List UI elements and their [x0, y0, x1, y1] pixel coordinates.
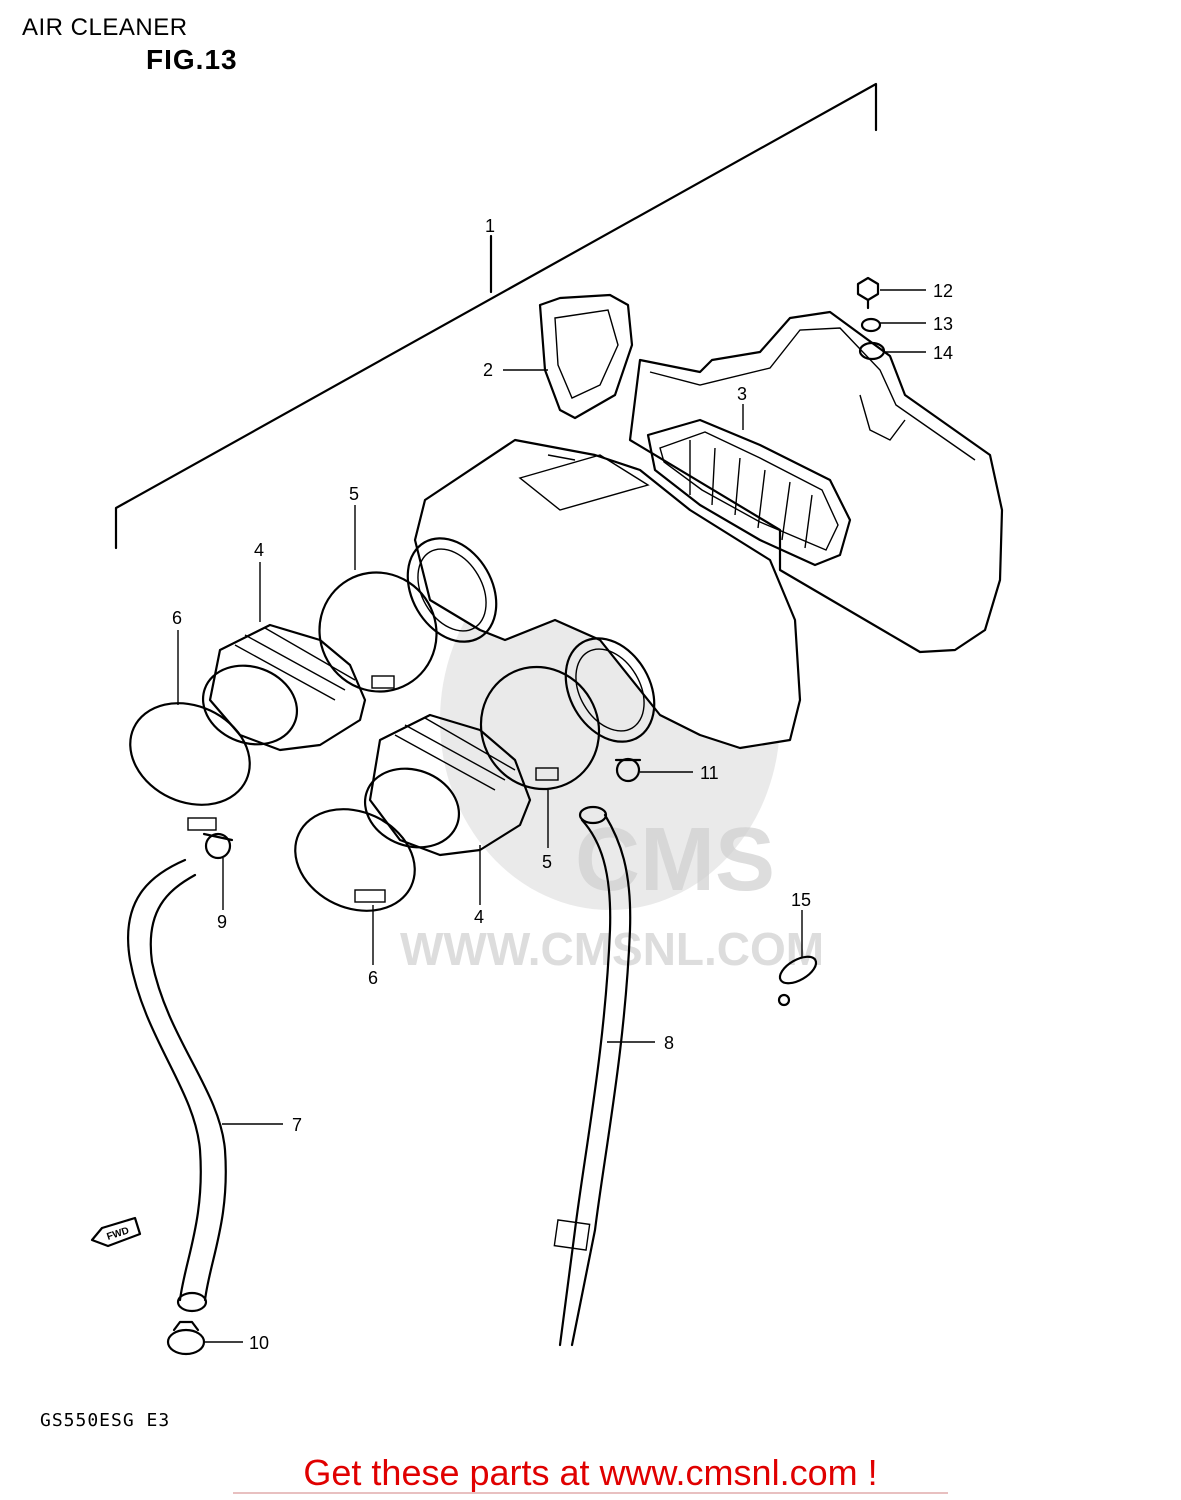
figure-number: FIG.13	[146, 44, 238, 75]
bolt-and-washers	[856, 276, 886, 361]
callout-6-lower: 6	[368, 968, 378, 988]
callout-8: 8	[664, 1033, 674, 1053]
callout-11: 11	[700, 763, 719, 783]
callout-5-upper: 5	[349, 484, 359, 504]
callout-1: 1	[485, 216, 495, 236]
watermark-url: WWW.CMSNL.COM	[400, 923, 824, 975]
callout-9: 9	[217, 912, 227, 932]
get-parts-link[interactable]: Get these parts at www.cmsnl.com !	[303, 1452, 878, 1493]
clamp-10	[166, 1320, 206, 1356]
air-cleaner-cover	[538, 293, 634, 420]
clamp-11	[614, 757, 642, 783]
hose-8	[553, 805, 632, 1347]
intake-pipe-lower	[363, 713, 532, 857]
callout-4-upper: 4	[254, 540, 264, 560]
callout-12: 12	[933, 281, 953, 301]
callout-6-upper: 6	[172, 608, 182, 628]
callout-2: 2	[483, 360, 493, 380]
model-code: GS550ESG E3	[40, 1410, 171, 1431]
callout-7: 7	[292, 1115, 302, 1135]
hose-7	[127, 858, 227, 1313]
clamp-5-lower	[479, 665, 601, 791]
intake-pipe-upper	[201, 623, 367, 752]
page-title: AIR CLEANER	[22, 14, 188, 41]
clamp-9	[202, 832, 234, 860]
callout-5-lower: 5	[542, 852, 552, 872]
watermark-brand: CMS	[575, 810, 775, 910]
callout-13: 13	[933, 314, 953, 334]
callout-15: 15	[791, 890, 811, 910]
clamp-6-upper	[129, 702, 251, 831]
air-cleaner-case-rear	[628, 310, 1004, 654]
clamp-15	[777, 955, 818, 1007]
cta-underline	[233, 1492, 948, 1494]
callout-numbers: 1 2 3 4 4 5 5 6 6 7 8 9 10 11 12 13 14 1…	[172, 216, 953, 1353]
air-cleaner-case-front	[406, 438, 802, 750]
air-filter-element	[646, 418, 852, 567]
clamp-5-upper	[318, 571, 438, 693]
fwd-arrow: FWD	[90, 1216, 142, 1248]
callout-3: 3	[737, 384, 747, 404]
fwd-label: FWD	[106, 1225, 131, 1243]
clamp-6-lower	[294, 808, 416, 912]
assembly-bracket	[114, 82, 878, 550]
callout-10: 10	[249, 1333, 269, 1353]
callout-leaders	[177, 289, 926, 1343]
callout-4-lower: 4	[474, 907, 484, 927]
callout-14: 14	[933, 343, 953, 363]
